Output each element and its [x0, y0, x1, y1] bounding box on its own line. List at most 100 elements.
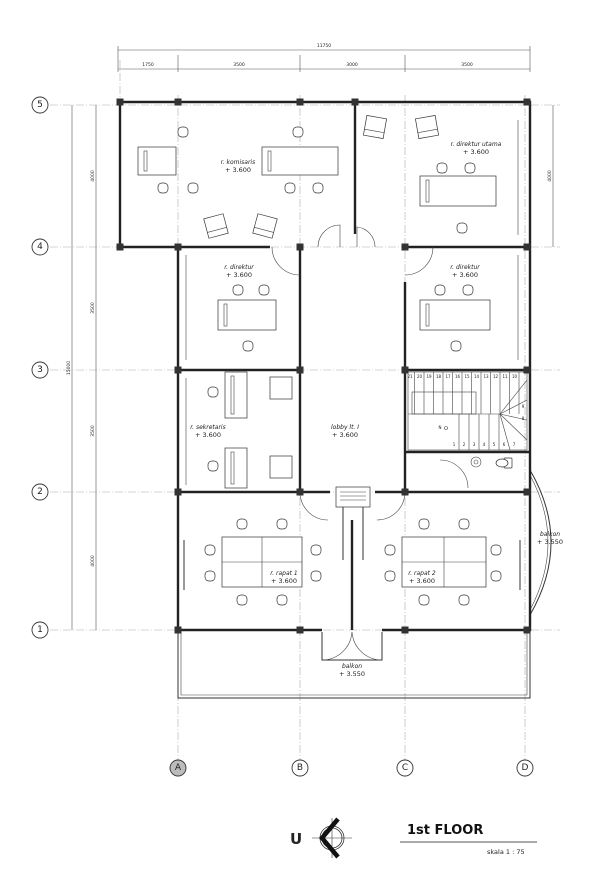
room-komisaris-level: + 3.600 [225, 166, 251, 174]
dim-left-seg-3: 3500 [90, 425, 96, 437]
desk-drawer [267, 150, 272, 172]
armchair-body [252, 213, 278, 239]
dim-top-total: 11750 [317, 43, 331, 49]
room-direktur-utama-name: r. direktur utama [451, 141, 502, 148]
stair-start-label: N [439, 425, 442, 430]
room-sekretaris-level: + 3.600 [195, 431, 221, 439]
dim-right-seg: 4000 [547, 170, 553, 182]
dimension-left: 15000 4000 3500 3500 4000 [66, 105, 97, 630]
dim-left-seg-4: 4000 [90, 555, 96, 567]
north-label: U [290, 830, 302, 848]
armchair-body [363, 115, 387, 139]
grid-row-2: 2 [37, 487, 43, 497]
column [174, 243, 182, 251]
desk [419, 175, 497, 207]
stair-number: 6 [503, 442, 506, 447]
armchair [203, 213, 229, 239]
room-labels: r. komisaris + 3.600 r. direktur utama +… [190, 141, 563, 678]
desk [419, 299, 491, 331]
stair-number: 10 [512, 374, 518, 379]
doors [271, 224, 469, 560]
chair [490, 570, 502, 582]
stair-number: 12 [493, 374, 499, 379]
column [523, 626, 531, 634]
grid-row-3: 3 [37, 365, 43, 375]
chair [450, 340, 462, 352]
dim-left-seg-1: 4000 [90, 170, 96, 182]
chair [458, 518, 470, 530]
grid-col-d: D [522, 763, 529, 773]
chair [456, 222, 468, 234]
desk-drawer [230, 451, 235, 485]
chair [384, 570, 396, 582]
room-direktur-2-name: r. direktur [450, 264, 480, 271]
chair [490, 544, 502, 556]
room-balkon-side-level: + 3.550 [537, 538, 563, 546]
chair [418, 594, 430, 606]
grid-col-b: B [297, 763, 303, 773]
stair-number: 15 [464, 374, 470, 379]
dimension-right: 4000 [547, 105, 554, 247]
dim-left-total: 15000 [66, 361, 72, 375]
dimension-top: 11750 1750 3500 3000 3500 [117, 43, 531, 72]
stair-number: 1 [453, 442, 456, 447]
grid-row-5: 5 [37, 100, 43, 110]
room-sekretaris-name: r. sekretaris [190, 424, 225, 431]
chair [157, 182, 169, 194]
desk [261, 146, 339, 176]
armchair-body [203, 213, 229, 239]
dim-top-seg-4: 3500 [461, 62, 473, 68]
stair-number: 20 [417, 374, 423, 379]
desk [224, 371, 248, 419]
chair [204, 570, 216, 582]
column [351, 98, 359, 106]
stair-number: 7 [513, 442, 516, 447]
chair [177, 126, 189, 138]
cabinet [269, 455, 293, 479]
stair-number: 13 [483, 374, 489, 379]
chair [310, 570, 322, 582]
column [523, 366, 531, 374]
desk-drawer [223, 303, 228, 327]
room-rapat-1-level: + 3.600 [271, 577, 297, 585]
drawing-scale: skala 1 : 75 [487, 848, 525, 856]
dim-left-seg-2: 3500 [90, 302, 96, 314]
column [523, 243, 531, 251]
chair [276, 594, 288, 606]
room-lobby-level: + 3.600 [332, 431, 358, 439]
grid-bubbles-rows: 5 4 3 2 1 [31, 96, 49, 639]
desk [224, 447, 248, 489]
column [174, 626, 182, 634]
stair-number: 18 [436, 374, 442, 379]
stair-number: 19 [426, 374, 432, 379]
armchair-back [417, 128, 438, 133]
drawing-title: 1st FLOOR [407, 823, 483, 838]
column [523, 488, 531, 496]
stair-number: 14 [474, 374, 480, 379]
stair-number: 3 [473, 442, 476, 447]
balcony-outlines [177, 469, 552, 699]
chair [284, 182, 296, 194]
armchair-back [364, 128, 385, 133]
column [296, 488, 304, 496]
chair [310, 544, 322, 556]
column [116, 98, 124, 106]
grid-bubbles-columns: A B C D [169, 759, 534, 777]
chair [462, 284, 474, 296]
chair [207, 460, 219, 472]
armchair [363, 115, 387, 139]
title-block: U 1st FLOOR skala 1 : 75 [290, 817, 537, 859]
column [296, 243, 304, 251]
column [296, 366, 304, 374]
grid-row-1: 1 [37, 625, 43, 635]
room-lobby-name: lobby lt. I [331, 424, 359, 431]
chair [187, 182, 199, 194]
chair [458, 594, 470, 606]
room-rapat-1-name: r. rapat 1 [270, 570, 297, 577]
walls [118, 100, 532, 632]
dim-top-seg-2: 3500 [233, 62, 245, 68]
room-balkon-front-level: + 3.550 [339, 670, 365, 678]
chair [384, 544, 396, 556]
